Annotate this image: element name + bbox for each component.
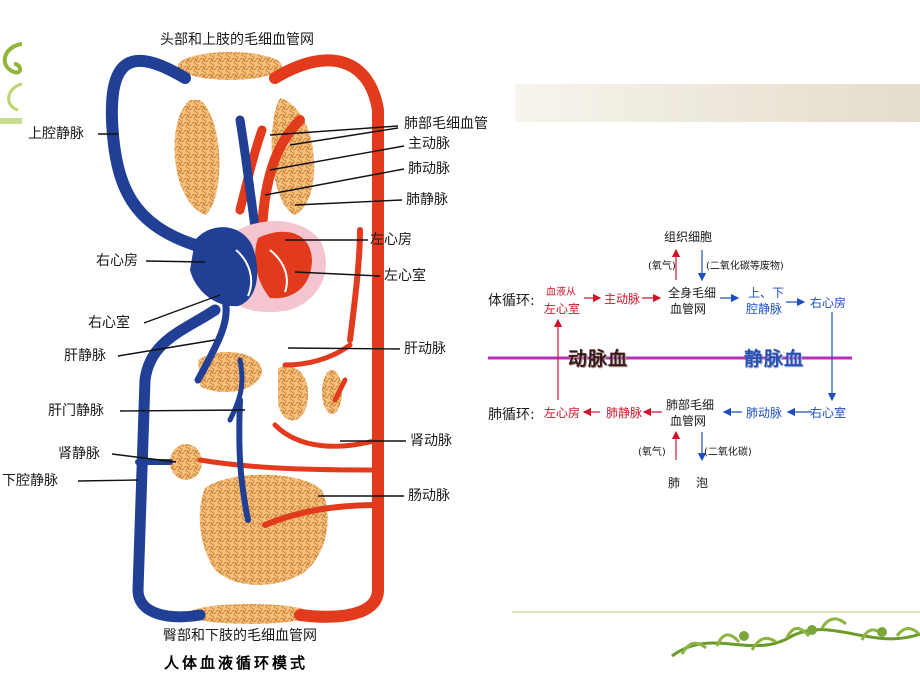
label-aorta: 主动脉 — [408, 136, 450, 152]
systemic-circulation-label: 体循环: — [488, 293, 535, 309]
pulmonary-vein-node: 肺静脉 — [606, 406, 643, 420]
alveoli-char1: 肺 — [668, 476, 681, 490]
kidney-capillary — [170, 444, 202, 480]
pulmonary-right-ventricle: 右心室 — [810, 406, 847, 420]
label-pulmonary-vein: 肺静脉 — [406, 192, 448, 208]
lung-capillaries-line2: 血管网 — [670, 414, 707, 428]
label-left-ventricle: 左心室 — [384, 268, 426, 284]
flow-chart-arrows — [488, 248, 852, 462]
tissue-cells: 组织细胞 — [664, 230, 713, 244]
label-left-atrium: 左心房 — [370, 232, 412, 248]
stomach-capillary — [278, 366, 309, 421]
label-right-atrium: 右心房 — [96, 253, 138, 269]
body-capillaries-line1: 全身毛细 — [668, 286, 717, 300]
lung-right — [271, 98, 315, 215]
lower-capillary-network — [188, 604, 312, 624]
systemic-left-ventricle: 左心室 — [544, 302, 581, 316]
label-inferior-vena-cava: 下腔静脉 — [2, 473, 58, 489]
blood-from: 血液从 — [546, 287, 576, 298]
spleen-capillary — [322, 370, 342, 414]
lung-capillaries-line1: 肺部毛细 — [666, 398, 715, 412]
vena-cava-line1: 上、下 — [748, 286, 785, 300]
label-lower-capillaries: 臀部和下肢的毛细血管网 — [163, 628, 317, 644]
label-hepatic-vein: 肝静脉 — [64, 348, 106, 364]
label-renal-vein: 肾静脉 — [58, 446, 100, 462]
pulmonary-left-atrium: 左心房 — [544, 406, 581, 420]
vena-cava-line2: 腔静脉 — [746, 302, 783, 316]
venous-blood-label: 静脉血 — [744, 348, 805, 370]
label-intestinal-artery: 肠动脉 — [408, 488, 450, 504]
swirl-ornament-icon — [0, 42, 22, 124]
lung-left — [174, 100, 220, 215]
label-head-capillaries: 头部和上肢的毛细血管网 — [160, 32, 314, 48]
liver-capillary — [198, 351, 262, 393]
label-lung-capillaries: 肺部毛细血管 — [404, 116, 488, 132]
right-heart — [190, 227, 258, 307]
intestine-capillary — [199, 474, 328, 586]
label-hepatic-artery: 肝动脉 — [404, 341, 446, 357]
label-portal-vein: 肝门静脉 — [48, 403, 104, 419]
slide-title-band — [515, 84, 920, 122]
pulmonary-circulation-label: 肺循环: — [488, 407, 535, 423]
floral-vine-ornament-icon — [512, 611, 920, 658]
systemic-right-atrium: 右心房 — [810, 296, 847, 310]
label-pulmonary-artery: 肺动脉 — [408, 161, 450, 177]
oxygen-bottom: (氧气) — [638, 447, 666, 458]
body-capillaries-line2: 血管网 — [670, 302, 707, 316]
arterial-blood-label: 动脉血 — [568, 348, 629, 370]
label-superior-vena-cava: 上腔静脉 — [28, 126, 84, 142]
oxygen-top: (氧气) — [648, 261, 676, 272]
head-capillary-network — [178, 52, 282, 80]
systemic-aorta: 主动脉 — [604, 292, 641, 306]
label-right-ventricle: 右心室 — [88, 315, 130, 331]
diagram-caption: 人体血液循环模式 — [164, 654, 309, 672]
alveoli-char2: 泡 — [696, 476, 709, 490]
label-renal-artery: 肾动脉 — [410, 433, 452, 449]
co2-waste: (二氧化碳等废物) — [706, 261, 784, 272]
co2-bottom: (二氧化碳) — [704, 447, 752, 458]
pulmonary-artery-node: 肺动脉 — [746, 406, 783, 420]
circulation-diagram — [77, 52, 406, 624]
